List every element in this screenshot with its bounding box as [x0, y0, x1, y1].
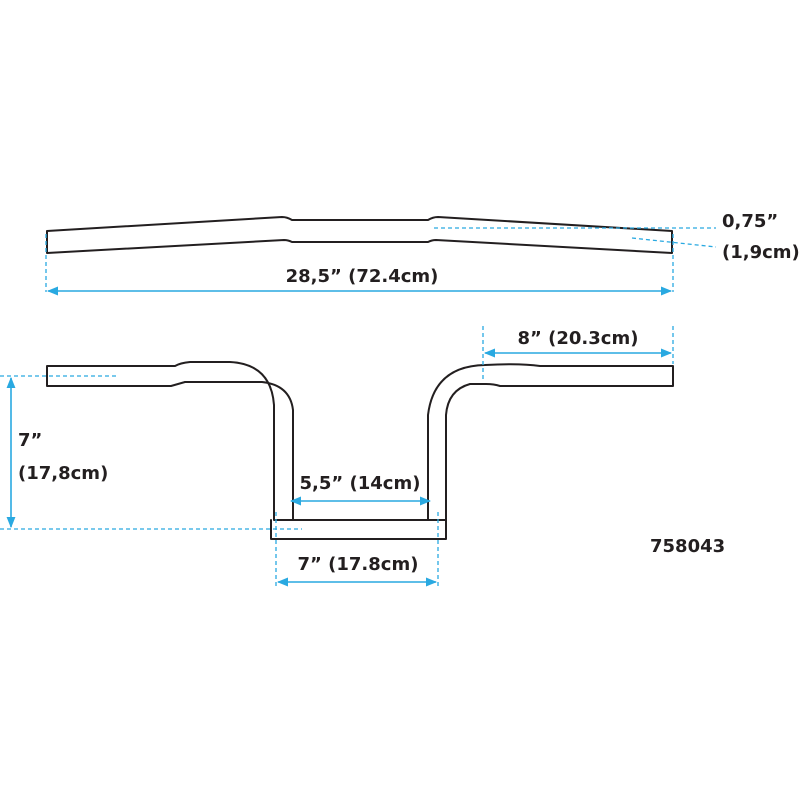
- front-view: 8” (20.3cm) 7” (17,8cm) 5,5” (14cm) 7” (…: [0, 326, 674, 588]
- diameter-leader-bottom: [631, 237, 717, 248]
- handlebar-top-view-outline: [46, 216, 673, 254]
- tube-diameter-label-inch: 0,75”: [722, 211, 778, 232]
- inner-width-label: 5,5” (14cm): [300, 473, 421, 494]
- base-width-label: 7” (17.8cm): [298, 554, 419, 575]
- grip-length-label: 8” (20.3cm): [518, 328, 639, 349]
- top-view: 28,5” (72.4cm) 0,75” (1,9cm): [45, 211, 800, 296]
- part-number-label: 758043: [650, 536, 725, 557]
- rise-label-cm: (17,8cm): [18, 463, 108, 484]
- overall-width-label: 28,5” (72.4cm): [286, 266, 439, 287]
- tube-diameter-label-cm: (1,9cm): [722, 242, 800, 263]
- rise-label-inch: 7”: [18, 430, 42, 451]
- handlebar-front-view-outline: [46, 361, 674, 540]
